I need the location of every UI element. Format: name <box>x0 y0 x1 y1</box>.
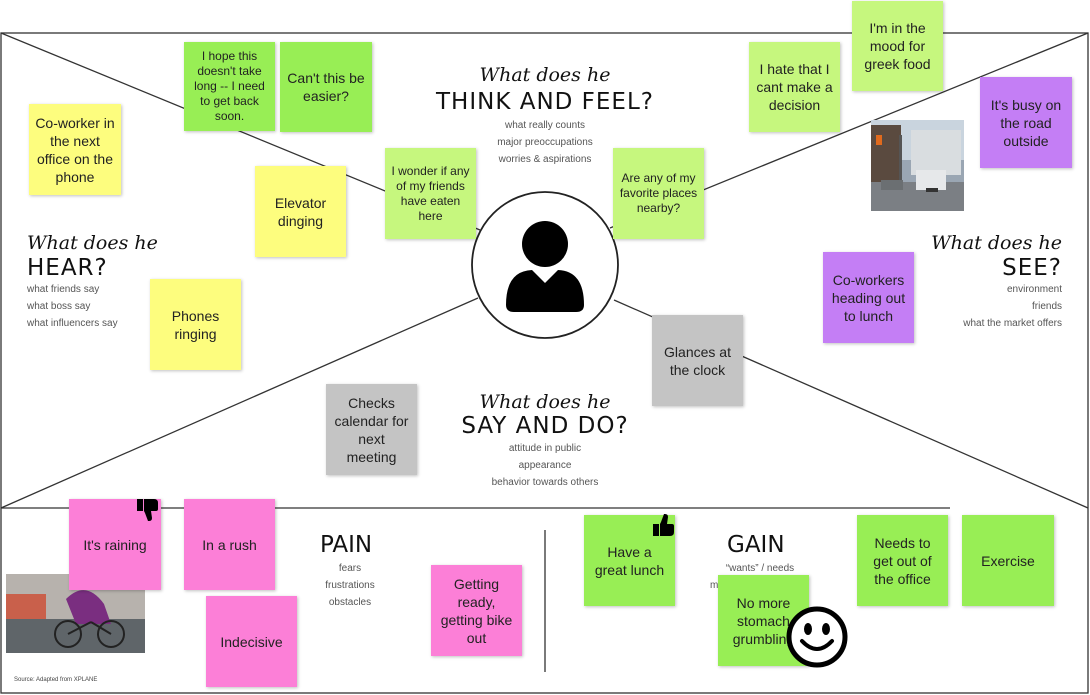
note-coworkers-lunch[interactable]: Co-workers heading out to lunch <box>823 252 914 343</box>
note-rush[interactable]: In a rush <box>184 499 275 590</box>
gain-subs: “wants” / needs m <box>710 560 810 594</box>
note-busy[interactable]: It's busy on the road outside <box>980 77 1072 168</box>
note-text: I hope this doesn't take long -- I need … <box>194 49 265 123</box>
note-text: Co-worker in the next office on the phon… <box>35 114 115 185</box>
hear-subs: what friends say what boss say what infl… <box>27 281 118 332</box>
note-exercise[interactable]: Exercise <box>962 515 1054 606</box>
note-text: I wonder if any of my friends have eaten… <box>391 163 470 223</box>
see-sub-2: friends <box>1031 301 1062 312</box>
gain-title: GAIN <box>727 532 785 558</box>
smiley-face-icon <box>786 606 848 668</box>
note-text: Indecisive <box>220 633 283 650</box>
say-sub-1: attitude in public <box>508 443 582 454</box>
note-hope[interactable]: I hope this doesn't take long -- I need … <box>184 42 275 131</box>
note-hate[interactable]: I hate that I cant make a decision <box>749 42 840 132</box>
say-sub-3: behavior towards others <box>491 477 599 488</box>
think-subs: what really counts major preoccupations … <box>445 117 645 168</box>
note-wonder[interactable]: I wonder if any of my friends have eaten… <box>385 148 476 239</box>
note-glances[interactable]: Glances at the clock <box>652 315 743 406</box>
note-get-out[interactable]: Needs to get out of the office <box>857 515 948 606</box>
note-favorite[interactable]: Are any of my favorite places nearby? <box>613 148 704 239</box>
say-sub-2: appearance <box>518 460 572 471</box>
note-indecisive[interactable]: Indecisive <box>206 596 297 687</box>
note-easier[interactable]: Can't this be easier? <box>280 42 372 132</box>
street-photo <box>871 120 964 211</box>
pain-title: PAIN <box>320 532 373 558</box>
note-text: It's busy on the road outside <box>990 96 1062 149</box>
board-frame <box>0 32 1089 694</box>
think-title: THINK AND FEEL? <box>435 89 654 115</box>
hear-sub-2: what boss say <box>27 301 91 312</box>
note-checks[interactable]: Checks calendar for next meeting <box>326 384 417 475</box>
note-text: Phones ringing <box>171 307 220 342</box>
say-title: SAY AND DO? <box>461 413 629 439</box>
note-text: Elevator dinging <box>274 194 327 229</box>
gain-sub-1: “wants” / needs <box>725 563 795 574</box>
note-text: Getting ready, getting bike out <box>440 575 513 646</box>
note-elevator[interactable]: Elevator dinging <box>255 166 346 257</box>
note-text: Have a great lunch <box>594 543 665 578</box>
note-text: In a rush <box>202 536 257 553</box>
thumbs-up-icon <box>653 514 674 536</box>
note-text: Exercise <box>981 552 1035 569</box>
see-sub-3: what the market offers <box>963 318 1062 329</box>
note-text: Can't this be easier? <box>287 70 365 104</box>
think-sub-2: major preoccupations <box>497 137 593 148</box>
hear-title: HEAR? <box>27 255 108 281</box>
note-getting-ready[interactable]: Getting ready, getting bike out <box>431 565 522 656</box>
note-text: Checks calendar for next meeting <box>334 394 409 465</box>
hear-sub-1: what friends say <box>27 284 100 295</box>
thumbs-down-icon <box>137 499 158 521</box>
say-script: What does he <box>479 391 611 413</box>
note-text: I'm in the mood for greek food <box>864 20 931 72</box>
note-raining[interactable]: It's raining <box>69 499 161 590</box>
note-text: Are any of my favorite places nearby? <box>619 171 698 215</box>
source-credit: Source: Adapted from XPLANE <box>14 677 98 683</box>
note-text: Glances at the clock <box>664 343 731 378</box>
pain-subs: fears frustrations obstacles <box>300 560 400 611</box>
note-text: Needs to get out of the office <box>873 534 932 587</box>
say-subs: attitude in public appearance behavior t… <box>445 440 645 491</box>
see-script: What does he <box>931 232 1062 254</box>
see-subs: environment friends what the market offe… <box>900 281 1062 332</box>
think-sub-3: worries & aspirations <box>498 154 592 165</box>
note-coworker-phone[interactable]: Co-worker in the next office on the phon… <box>29 104 121 195</box>
pain-sub-2: frustrations <box>325 580 375 591</box>
note-text: Co-workers heading out to lunch <box>831 271 906 324</box>
note-text: No more stomach grumbling <box>732 594 795 647</box>
note-text: It's raining <box>83 536 147 553</box>
note-text: I hate that I cant make a decision <box>756 61 833 113</box>
user-icon <box>506 221 584 312</box>
diagonal-bottom-left <box>0 297 479 509</box>
note-stomach[interactable]: No more stomach grumbling <box>718 575 809 666</box>
see-sub-1: environment <box>1006 284 1062 295</box>
think-script: What does he <box>479 64 611 86</box>
pain-sub-3: obstacles <box>328 597 372 608</box>
note-greek[interactable]: I'm in the mood for greek food <box>852 1 943 91</box>
note-great-lunch[interactable]: Have a great lunch <box>584 515 675 606</box>
see-title: SEE? <box>1002 255 1062 281</box>
gain-sub-2: m <box>710 580 719 591</box>
hear-script: What does he <box>27 232 158 254</box>
rain-bike-photo <box>6 574 145 653</box>
hear-sub-3: what influencers say <box>27 318 118 329</box>
think-sub-1: what really counts <box>504 120 586 131</box>
pain-sub-1: fears <box>338 563 362 574</box>
note-phones[interactable]: Phones ringing <box>150 279 241 370</box>
